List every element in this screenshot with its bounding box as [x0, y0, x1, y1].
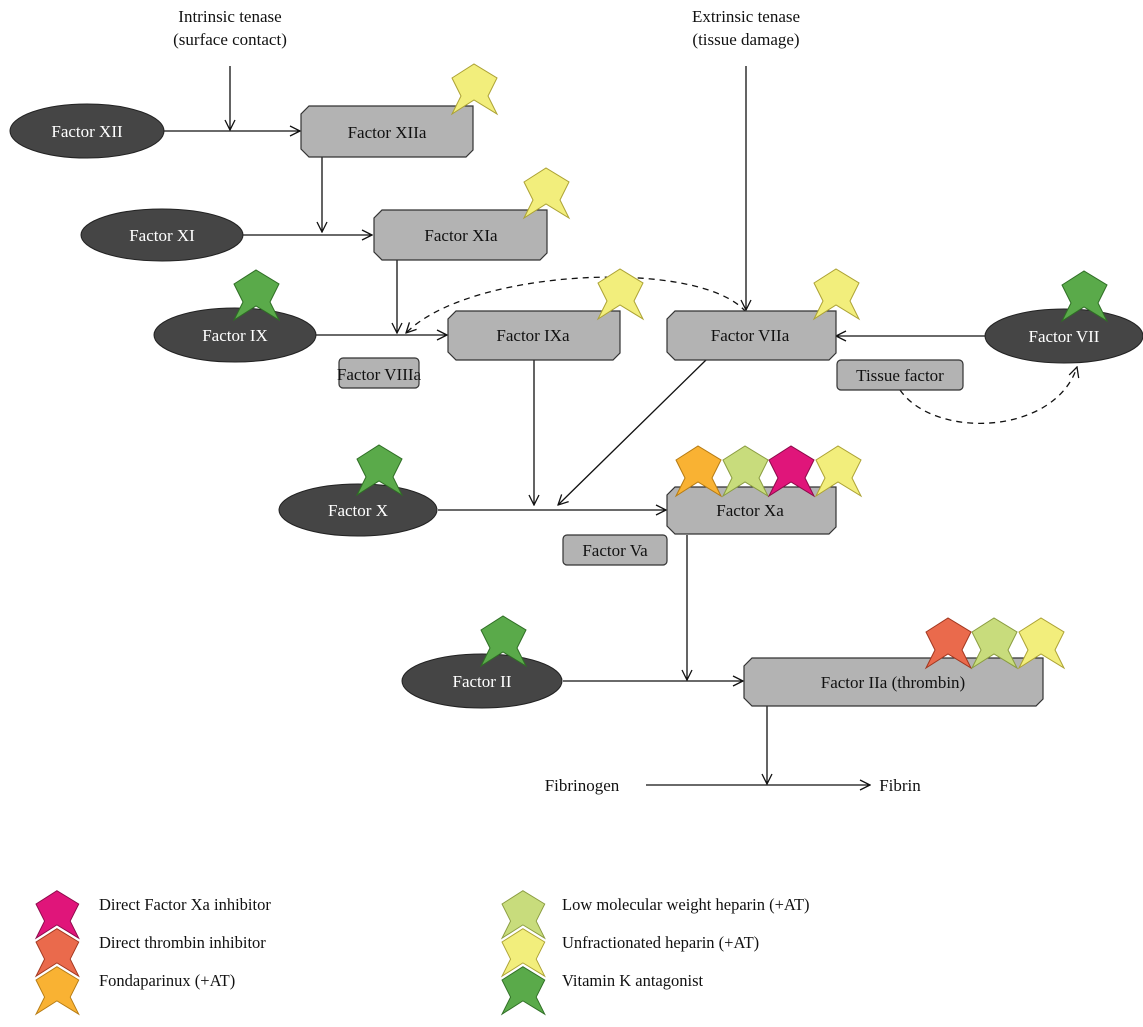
fibrin-label: Fibrin — [879, 776, 921, 795]
node-factor-xii: Factor XII — [9, 103, 165, 159]
ellipse-shape — [9, 103, 165, 159]
ellipse-shape — [278, 483, 438, 537]
legend-item-direct-factor-xa-inhibitor: Direct Factor Xa inhibitor — [34, 890, 271, 940]
ellipse-shape — [153, 307, 317, 363]
ufh-icon-on-xia — [522, 167, 571, 220]
intrinsic-label-line2: (surface contact) — [173, 30, 287, 49]
cofactor-box — [562, 534, 668, 566]
box-shape — [373, 209, 548, 261]
factor-ii-label: Factor II — [452, 672, 511, 691]
node-factor-xa: Factor Xa — [666, 486, 837, 535]
vka-icon-on-ix — [232, 269, 281, 322]
legend: Direct Factor Xa inhibitor Direct thromb… — [34, 890, 810, 1016]
box-shape — [447, 310, 621, 361]
ufh-icon-on-xiia — [450, 63, 499, 116]
factor-ixa-label: Factor IXa — [496, 326, 570, 345]
box-shape — [666, 310, 837, 361]
node-factor-ixa: Factor IXa — [447, 310, 621, 361]
factor-xa-label: Factor Xa — [716, 501, 784, 520]
lmwh-icon — [500, 890, 546, 940]
viia-diagonal-arrow — [558, 359, 707, 505]
node-factor-xia: Factor XIa — [373, 209, 548, 261]
ufh-icon-on-ixa — [596, 268, 645, 321]
tf-feedback-dashed-arrow — [899, 367, 1077, 425]
factor-viiia-label: Factor VIIIa — [337, 365, 422, 384]
factor-xi-label: Factor XI — [129, 226, 195, 245]
legend-item-direct-thrombin-inhibitor: Direct thrombin inhibitor — [34, 928, 266, 978]
factor-xia-label: Factor XIa — [424, 226, 498, 245]
drug-target-markers — [232, 63, 1109, 670]
cofactor-factor-va: Factor Va — [562, 534, 668, 566]
vka-icon-on-x — [355, 444, 404, 497]
legend-item-lmwh: Low molecular weight heparin (+AT) — [500, 890, 810, 940]
node-factor-xiia: Factor XIIa — [300, 105, 474, 158]
viia-feedback-dashed-arrow — [406, 276, 747, 333]
lmwh-icon-on-iia — [970, 617, 1019, 670]
extrinsic-label-line1: Extrinsic tenase — [692, 7, 800, 26]
ufh-icon-on-xa — [814, 445, 863, 498]
box-shape — [300, 105, 474, 158]
cofactor-factor-viiia: Factor VIIIa — [337, 357, 422, 389]
box-shape — [743, 657, 1044, 707]
factor-viia-label: Factor VIIa — [711, 326, 790, 345]
tissue-factor-label: Tissue factor — [856, 366, 944, 385]
direct-xa-inhibitor-icon — [34, 890, 80, 940]
ufh-icon — [500, 928, 546, 978]
ufh-icon-on-viia — [812, 268, 861, 321]
legend-item-fondaparinux: Fondaparinux (+AT) — [34, 966, 235, 1016]
cofactor-tissue-factor: Tissue factor — [836, 359, 964, 391]
node-factor-ii: Factor II — [401, 653, 563, 709]
factor-x-label: Factor X — [328, 501, 388, 520]
box-shape — [666, 486, 837, 535]
node-factor-iia: Factor IIa (thrombin) — [743, 657, 1044, 707]
legend-item-ufh: Unfractionated heparin (+AT) — [500, 928, 759, 978]
node-factor-viia: Factor VIIa — [666, 310, 837, 361]
connectors — [163, 66, 1077, 785]
legend-label: Unfractionated heparin (+AT) — [562, 933, 759, 952]
fondaparinux-icon — [34, 966, 80, 1016]
vka-icon — [500, 966, 546, 1016]
cofactor-box — [338, 357, 420, 389]
intrinsic-label-line1: Intrinsic tenase — [178, 7, 281, 26]
node-factor-xi: Factor XI — [80, 208, 244, 262]
ellipse-shape — [80, 208, 244, 262]
extrinsic-label-line2: (tissue damage) — [692, 30, 799, 49]
vka-icon-on-ii — [479, 615, 528, 668]
legend-label: Direct Factor Xa inhibitor — [99, 895, 271, 914]
factor-iia-label: Factor IIa (thrombin) — [821, 673, 965, 692]
factor-va-label: Factor Va — [582, 541, 648, 560]
legend-label: Low molecular weight heparin (+AT) — [562, 895, 810, 914]
node-factor-x: Factor X — [278, 483, 438, 537]
fibrinogen-label: Fibrinogen — [545, 776, 620, 795]
fondaparinux-icon-on-xa — [674, 445, 723, 498]
factor-xii-label: Factor XII — [51, 122, 123, 141]
node-factor-ix: Factor IX — [153, 307, 317, 363]
direct-thrombin-inhibitor-icon — [34, 928, 80, 978]
direct-xa-inhibitor-icon-on-xa — [767, 445, 816, 498]
legend-label: Fondaparinux (+AT) — [99, 971, 235, 990]
vka-icon-on-vii — [1060, 270, 1109, 323]
cofactor-box — [836, 359, 964, 391]
direct-thrombin-inhibitor-icon-on-iia — [924, 617, 973, 670]
legend-label: Vitamin K antagonist — [562, 971, 703, 990]
factor-xiia-label: Factor XIIa — [348, 123, 427, 142]
ellipse-shape — [401, 653, 563, 709]
factor-ix-label: Factor IX — [202, 326, 268, 345]
ellipse-shape — [984, 308, 1143, 364]
legend-label: Direct thrombin inhibitor — [99, 933, 266, 952]
legend-item-vka: Vitamin K antagonist — [500, 966, 703, 1016]
factor-vii-label: Factor VII — [1029, 327, 1100, 346]
node-factor-vii: Factor VII — [984, 308, 1143, 364]
lmwh-icon-on-xa — [721, 445, 770, 498]
ufh-icon-on-iia — [1017, 617, 1066, 670]
